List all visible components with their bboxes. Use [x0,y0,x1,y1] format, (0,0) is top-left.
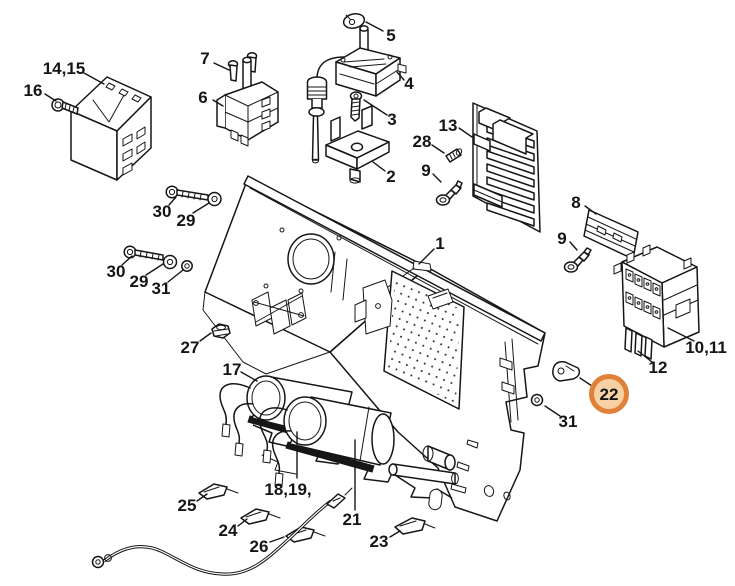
callout-29-upper[interactable]: 29 [177,211,196,230]
part-thermostat-4 [335,25,407,97]
part-connector-23 [394,517,436,535]
callout-17[interactable]: 17 [223,360,242,379]
callout-13[interactable]: 13 [439,116,458,135]
part-screw-16 [51,98,79,115]
callout-25[interactable]: 25 [178,496,197,515]
callout-21[interactable]: 21 [343,510,362,529]
callout-14-15[interactable]: 14,15 [43,59,86,78]
callout-9-right[interactable]: 9 [557,229,566,248]
part-box-14-15 [70,76,152,181]
part-wedge-22 [552,361,581,382]
leader-lines [44,21,695,543]
highlighted-part-callout[interactable]: 22 [589,374,629,414]
callout-3[interactable]: 3 [387,110,396,129]
part-screws-7 [227,52,258,82]
part-terminals-12 [624,327,653,360]
callout-28[interactable]: 28 [413,132,432,151]
part-cap-nut-27 [211,323,231,339]
part-screw-9-right [563,247,592,273]
callout-30-lower[interactable]: 30 [107,262,126,281]
callout-12[interactable]: 12 [649,358,668,377]
fasteners-30-29-upper [165,185,222,207]
callout-7[interactable]: 7 [200,49,209,68]
part-contactor-10-11 [613,244,700,360]
part-screw-3 [349,91,363,122]
part-connector-24 [240,508,281,525]
contactor-terminal-clamps [625,268,661,320]
part-ground-cable [91,487,353,576]
callout-labels: 14,15 16 7 6 5 4 3 2 13 28 9 1 8 9 10,11… [24,26,727,556]
callout-6[interactable]: 6 [198,88,207,107]
roll-pin [388,463,459,485]
part-din-rail-8 [583,209,639,260]
part-screw-9-left [435,180,463,206]
callout-31-left[interactable]: 31 [152,279,171,298]
callout-16[interactable]: 16 [24,81,43,100]
callout-27[interactable]: 27 [181,338,200,357]
callout-22-highlighted[interactable]: 22 [600,385,619,404]
callout-18-19[interactable]: 18,19, [264,480,311,499]
callout-1[interactable]: 1 [435,234,444,253]
part-pin-28 [445,148,463,163]
part-connector-25 [198,483,239,500]
part-washer-5 [342,13,366,29]
callout-8[interactable]: 8 [571,193,580,212]
part-capillary-sensor [306,56,345,164]
part-washer-31-right [530,393,544,407]
panel-terminal-openings [251,291,307,335]
part-terminal-block-6 [216,56,279,147]
callout-2[interactable]: 2 [386,167,395,186]
callout-4[interactable]: 4 [404,74,414,93]
highlight-ring [589,374,629,414]
part-capacitor-18-19 [283,396,395,473]
fasteners-30-29-31-lower [123,245,193,272]
boss-knob [422,445,456,471]
callout-5[interactable]: 5 [386,26,395,45]
capacitor-wires [219,383,292,487]
callout-10-11[interactable]: 10,11 [685,338,727,357]
callout-9-left[interactable]: 9 [421,161,430,180]
callout-23[interactable]: 23 [370,532,389,551]
part-housing [202,175,546,522]
callout-26[interactable]: 26 [250,537,269,556]
callout-24[interactable]: 24 [219,521,238,540]
callout-29-lower[interactable]: 29 [130,272,149,291]
part-heatsink-13 [472,102,541,233]
callout-31-right[interactable]: 31 [559,412,578,431]
callout-30-upper[interactable]: 30 [153,202,172,221]
